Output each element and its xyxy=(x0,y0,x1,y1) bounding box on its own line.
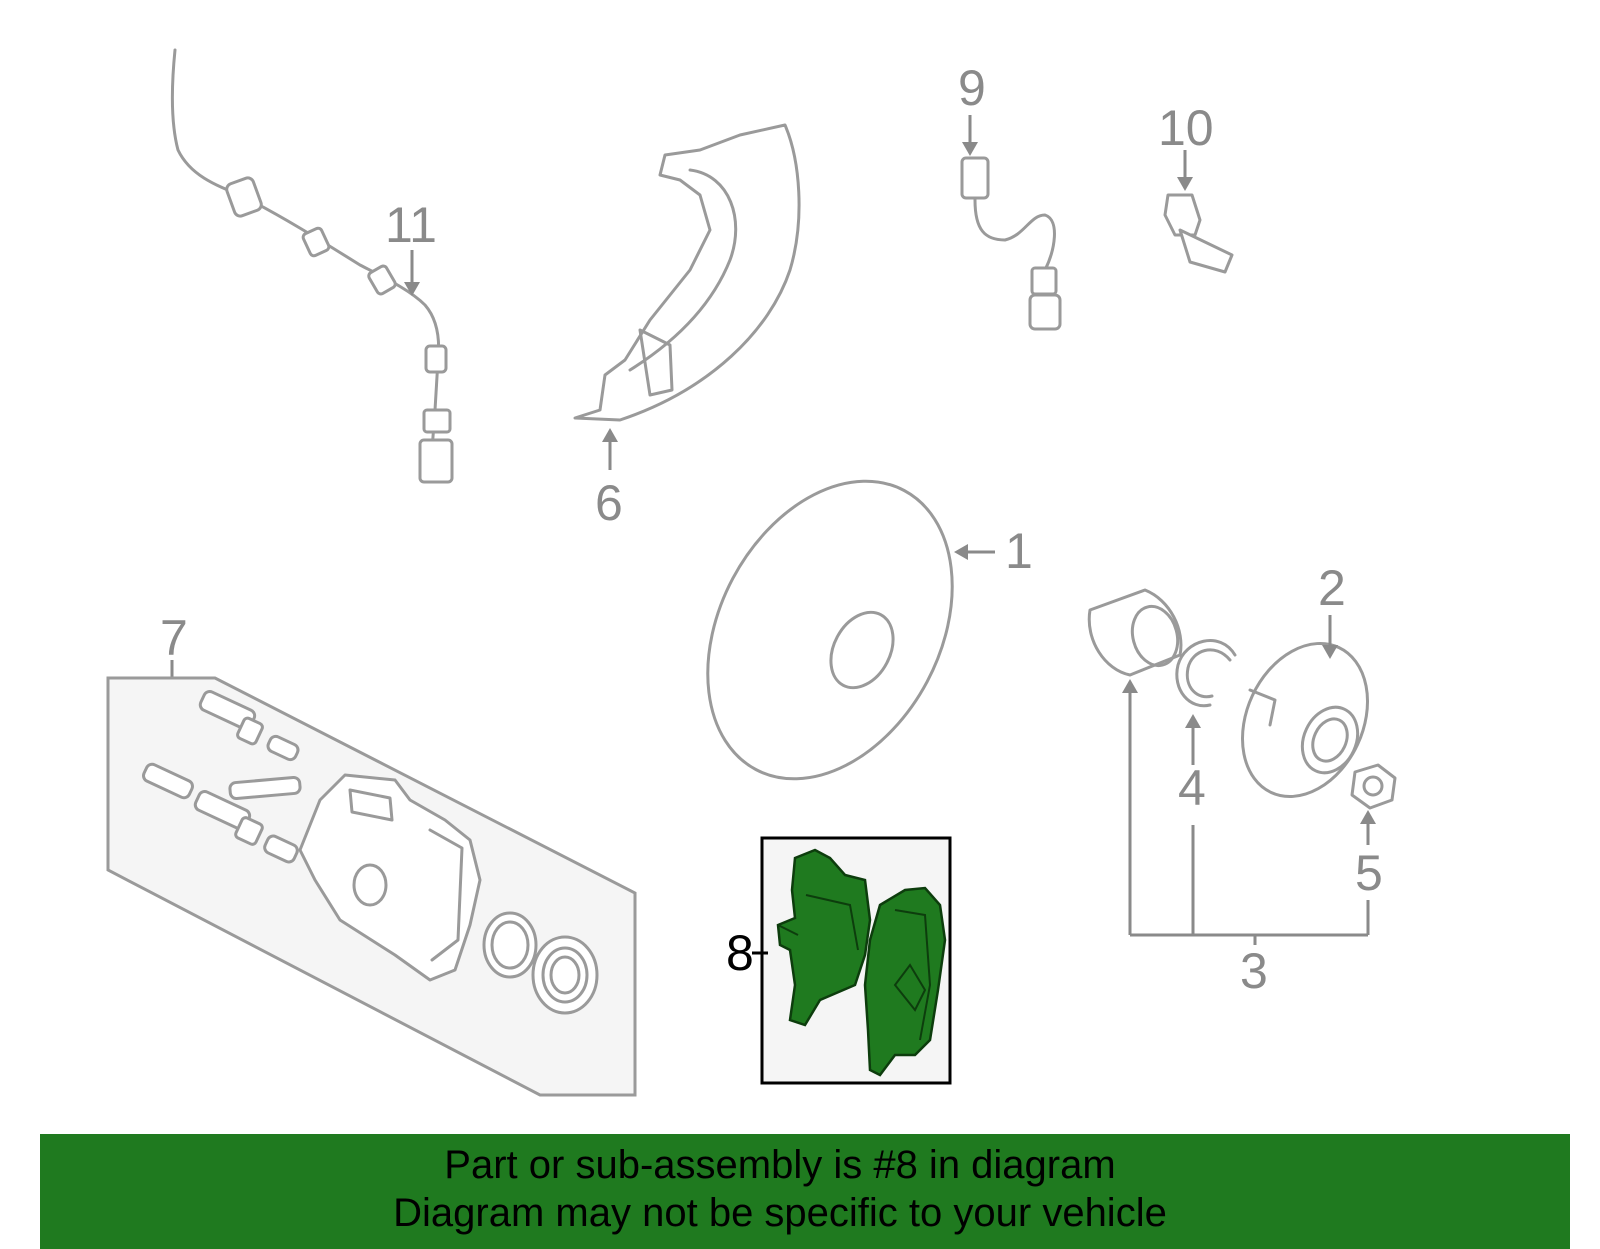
outer-brake-pad xyxy=(863,886,947,1077)
part-1-brake-rotor[interactable] xyxy=(659,439,1002,821)
part-10-abs-sensor[interactable] xyxy=(1163,193,1234,274)
banner-part-note: Part or sub-assembly is #8 in diagram xyxy=(444,1143,1116,1187)
part-6-splash-shield[interactable] xyxy=(573,123,801,422)
banner-disclaimer: Diagram may not be specific to your vehi… xyxy=(393,1191,1167,1235)
piston-seal xyxy=(482,911,538,979)
inner-brake-pad xyxy=(776,848,872,1027)
info-banner: Part or sub-assembly is #8 in diagram Di… xyxy=(40,1134,1570,1249)
callout-8: 8 xyxy=(726,925,754,981)
callout-3: 3 xyxy=(1240,943,1268,999)
callout-6: 6 xyxy=(595,475,623,531)
callout-1: 1 xyxy=(1005,523,1033,579)
part-3-hub-assembly[interactable] xyxy=(1087,588,1397,817)
hub-nut[interactable] xyxy=(1350,763,1397,810)
bleeder-screw xyxy=(142,762,302,864)
part-11-abs-sensor-cable[interactable] xyxy=(170,48,454,484)
callout-4: 4 xyxy=(1178,760,1206,816)
wheel-bearing[interactable] xyxy=(1087,588,1184,677)
caliper-housing xyxy=(298,773,482,982)
callout-11: 11 xyxy=(385,197,437,253)
part-8-brake-pads[interactable] xyxy=(760,836,952,1085)
part-9-brake-hose[interactable] xyxy=(960,156,1062,331)
dust-boot xyxy=(531,935,599,1015)
callout-7: 7 xyxy=(160,610,188,666)
callout-5: 5 xyxy=(1355,845,1383,901)
assembly-3-bracket xyxy=(1122,679,1370,945)
callout-10: 10 xyxy=(1158,100,1214,156)
part-7-caliper-kit[interactable] xyxy=(106,676,637,1097)
wheel-hub[interactable] xyxy=(1219,623,1392,817)
callout-9: 9 xyxy=(958,60,986,116)
snap-ring[interactable] xyxy=(1175,639,1237,708)
callout-2: 2 xyxy=(1318,560,1346,616)
guide-pin xyxy=(198,689,300,762)
